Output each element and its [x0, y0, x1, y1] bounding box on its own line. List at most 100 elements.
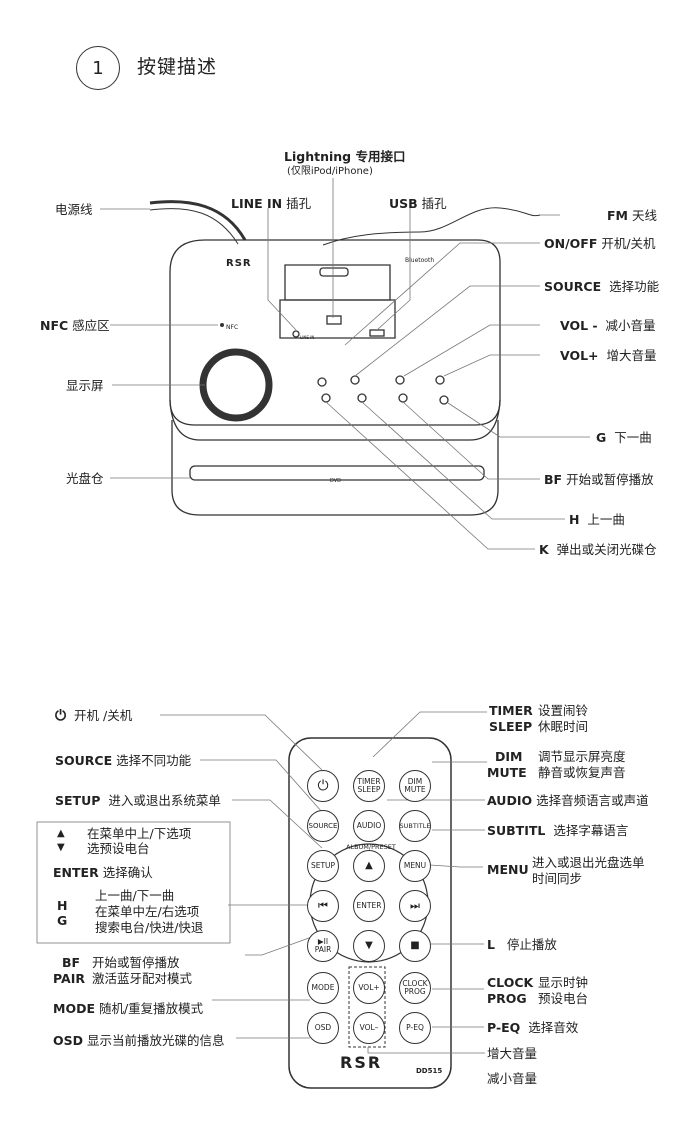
dvd-mark: DVD — [330, 478, 342, 484]
linein-callout — [267, 208, 297, 331]
source-callout — [354, 285, 540, 377]
remote-bf-desc: 开始或暂停播放 — [92, 955, 180, 970]
nfc-key: NFC — [40, 318, 69, 333]
device-body — [171, 420, 499, 516]
remote-power-button[interactable]: ⏻ — [307, 770, 339, 802]
onoff-callout — [344, 242, 540, 346]
remote-peq-key: P-EQ — [487, 1020, 521, 1035]
remote-audio-button[interactable]: AUDIO — [353, 810, 385, 842]
source-key: SOURCE — [544, 279, 602, 294]
bf-desc: 开始或暂停播放 — [566, 472, 654, 487]
power-icon-label: ⏻ — [55, 708, 67, 724]
remote-voldown-button[interactable]: VOL– — [353, 1012, 385, 1044]
remote-prog-key: PROG — [487, 991, 527, 1006]
dock-slot — [319, 267, 349, 277]
remote-up-button[interactable]: ▲ — [353, 850, 385, 882]
volume-group-box — [348, 966, 386, 1048]
usb-port — [369, 329, 385, 337]
h-key: H — [569, 512, 580, 527]
remote-timer-button[interactable]: TIMER SLEEP — [353, 770, 385, 802]
onoff-key: ON/OFF — [544, 236, 598, 251]
remote-osd-key: OSD — [53, 1033, 84, 1048]
dock-back — [284, 264, 391, 301]
remote-enter-button[interactable]: ENTER — [353, 890, 385, 922]
lightning-connector — [326, 315, 342, 325]
bluetooth-mark: Bluetooth — [405, 257, 435, 264]
g-desc: 下一曲 — [614, 430, 652, 445]
remote-dim-key: DIM — [495, 749, 523, 764]
remote-clock-key: CLOCK — [487, 975, 534, 990]
remote-source-key: SOURCE — [55, 753, 113, 768]
k-desc: 弹出或关闭光碟仓 — [556, 542, 657, 557]
remote-mute-key: MUTE — [487, 765, 527, 780]
remote-voldown-desc: 减小音量 — [487, 1071, 538, 1086]
volup-key: VOL+ — [560, 348, 599, 363]
remote-down-button[interactable]: ▼ — [353, 930, 385, 962]
remote-audio-key: AUDIO — [487, 793, 533, 808]
remote-l-desc: 停止播放 — [506, 937, 557, 952]
remote-pair-desc: 激活蓝牙配对模式 — [92, 971, 193, 986]
remote-timer-key: TIMER — [489, 703, 533, 718]
nfc-mark: NFC — [226, 324, 239, 331]
remote-menu-button[interactable]: MENU — [399, 850, 431, 882]
volup-desc: 增大音量 — [606, 348, 657, 363]
remote-peq-button[interactable]: P-EQ — [399, 1012, 431, 1044]
section-number: 1 — [76, 46, 120, 90]
remote-dim-desc: 调节显示屏亮度 — [538, 749, 626, 764]
remote-setup-button[interactable]: SETUP — [307, 850, 339, 882]
device-button-1 — [317, 377, 327, 387]
remote-mode-button[interactable]: MODE — [307, 972, 339, 1004]
device-button-3 — [395, 375, 405, 385]
remote-timer-label: TIMER SLEEP — [357, 777, 381, 794]
display-label: 显示屏 — [66, 378, 104, 393]
voldown-callout — [403, 324, 540, 377]
remote-next-button[interactable]: ⏭ — [399, 890, 431, 922]
linein-port — [292, 330, 300, 338]
device-brand: RSR — [226, 258, 252, 269]
linein-key: LINE IN — [231, 196, 283, 211]
voldown-key: VOL - — [560, 318, 598, 333]
power-cord-label: 电源线 — [55, 202, 93, 217]
remote-play-pause-button[interactable]: ▶II PAIR — [307, 930, 339, 962]
remote-brand: RSR — [340, 1053, 383, 1072]
remote-source-button[interactable]: SOURCE — [307, 810, 339, 842]
device-button-6 — [357, 393, 367, 403]
g-key: G — [596, 430, 607, 445]
next-track-icon: ⏭ — [410, 899, 420, 912]
remote-osd-button[interactable]: OSD — [307, 1012, 339, 1044]
remote-prev-button[interactable]: ⏮ — [307, 890, 339, 922]
disc-slot — [189, 465, 485, 481]
dock-base — [279, 299, 396, 339]
bf-key: BF — [544, 472, 563, 487]
remote-audio-desc: 选择音频语言或声道 — [536, 793, 649, 808]
bf-remote-callout — [245, 933, 321, 956]
device-button-8 — [439, 395, 449, 405]
remote-dim-button[interactable]: DIM MUTE — [399, 770, 431, 802]
linein-mark: LINE IN — [300, 335, 315, 340]
section-number-text: 1 — [92, 57, 104, 79]
device-button-4 — [435, 375, 445, 385]
remote-menu-desc-2: 时间同步 — [532, 871, 583, 886]
onoff-desc: 开机/关机 — [601, 236, 656, 251]
remote-clock-button[interactable]: CLOCK PROG — [399, 972, 431, 1004]
remote-model: DD515 — [416, 1067, 443, 1075]
remote-volup-button[interactable]: VOL+ — [353, 972, 385, 1004]
stop-icon: ■ — [410, 940, 420, 951]
k-callout — [325, 401, 535, 550]
remote-peq-desc: 选择音效 — [528, 1020, 579, 1035]
fm-antenna-drawing — [322, 207, 541, 246]
up-arrow-icon: ▲ — [365, 860, 373, 871]
remote-stop-button[interactable]: ■ — [399, 930, 431, 962]
remote-subtitl-desc: 选择字幕语言 — [553, 823, 629, 838]
remote-subtitle-button[interactable]: SUBTITLE — [399, 810, 431, 842]
device-button-5 — [321, 393, 331, 403]
device-top — [169, 239, 501, 426]
source-remote-callout — [200, 759, 323, 813]
section-title: 按键描述 — [137, 56, 218, 78]
remote-prog-desc: 预设电台 — [538, 991, 589, 1006]
remote-menu-key: MENU — [487, 862, 529, 877]
remote-osd-label: OSD — [314, 1023, 332, 1032]
nfc-desc: 感应区 — [72, 318, 110, 333]
volup-callout — [443, 354, 540, 377]
usb-key: USB — [389, 196, 418, 211]
